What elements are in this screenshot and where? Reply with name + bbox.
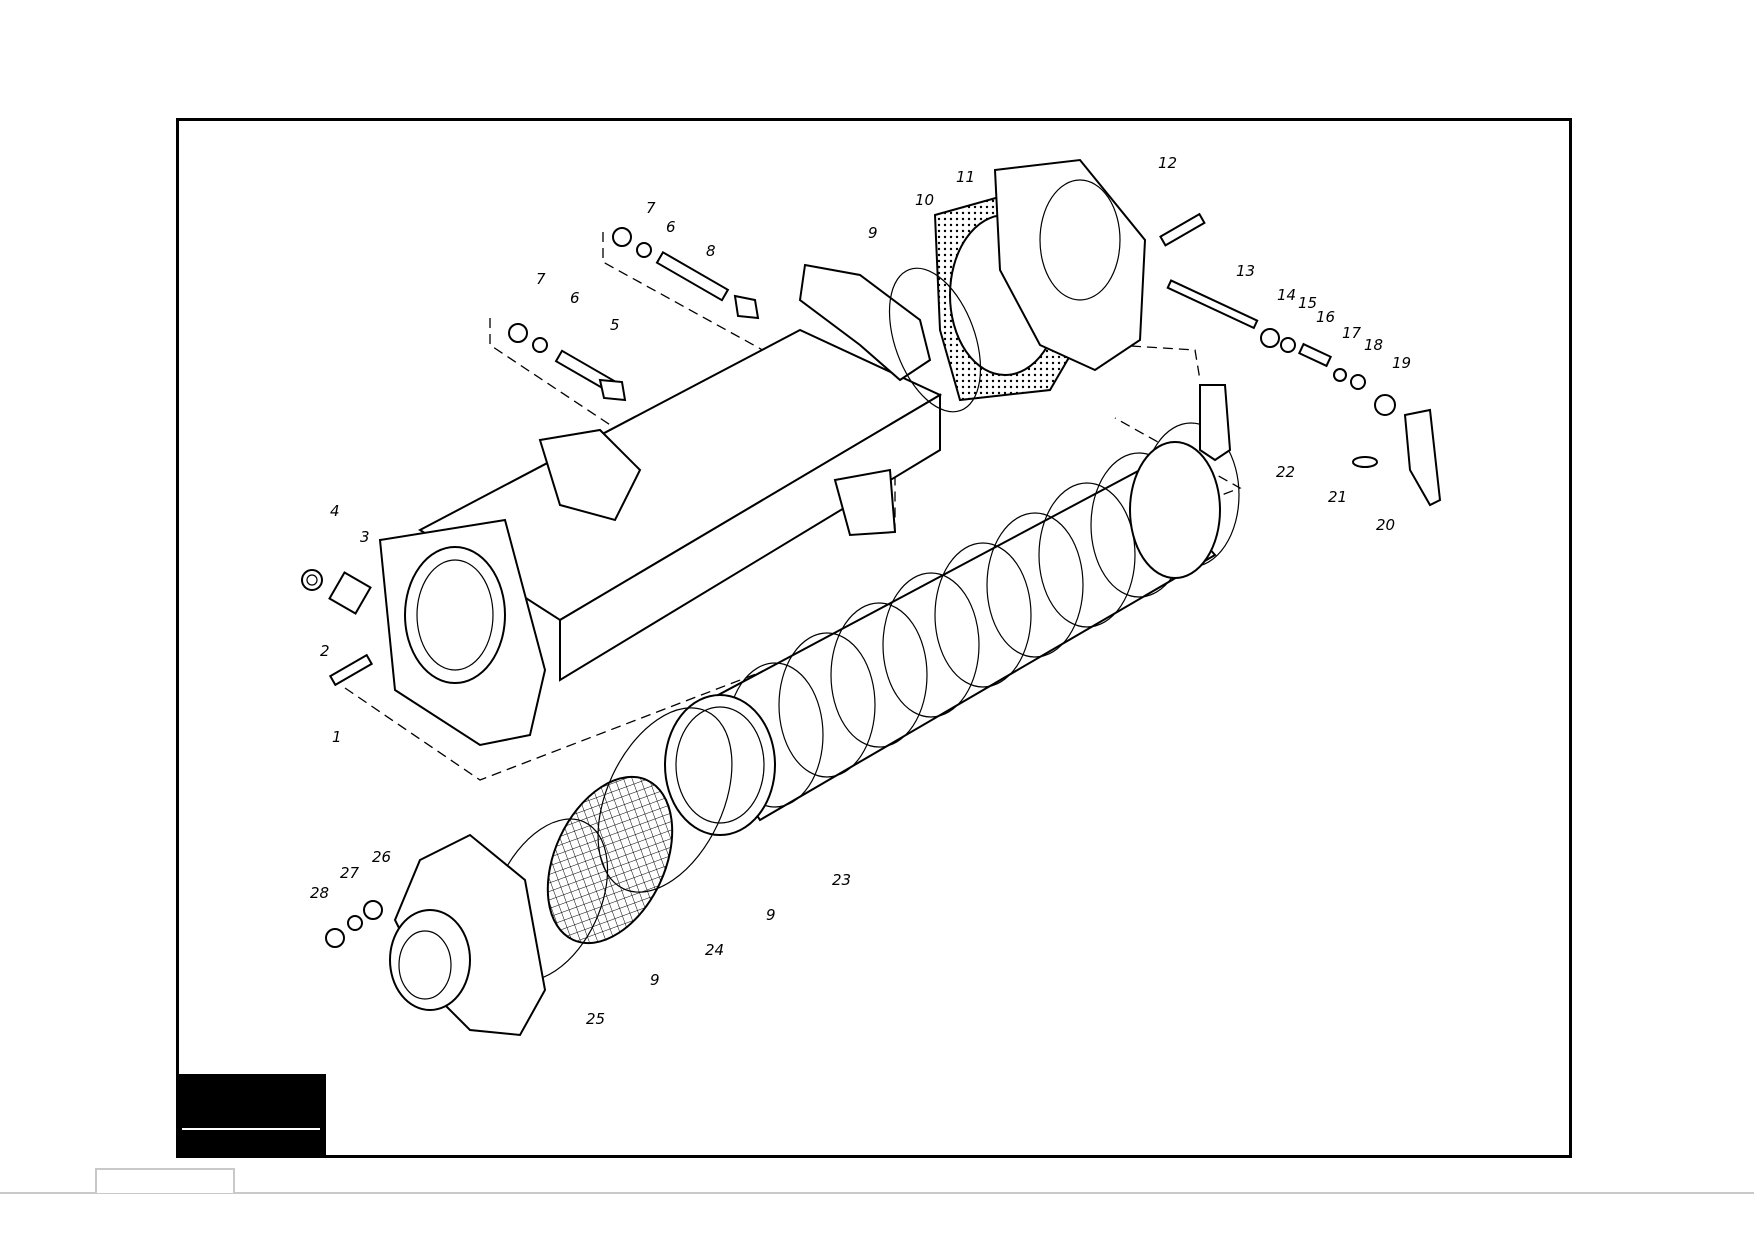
- callout-label: 13: [1236, 262, 1255, 280]
- callout-label: 2: [320, 642, 330, 660]
- page-bottom-rule: [0, 1192, 1754, 1194]
- callout-label: 12: [1158, 154, 1177, 172]
- callout-label: 27: [340, 864, 360, 882]
- title-block: [176, 1074, 326, 1158]
- cartridge-ring: [1038, 482, 1136, 628]
- callout-label: 9: [650, 971, 660, 989]
- callout-label: 17: [1342, 324, 1362, 342]
- cartridge-end-cap: [1129, 441, 1221, 579]
- callout-label: 3: [360, 528, 370, 546]
- callout-label: 16: [1316, 308, 1335, 326]
- callout-label: 24: [705, 941, 724, 959]
- callout-label: 5: [610, 316, 620, 334]
- cartridge-ring: [778, 632, 876, 778]
- callout-label: 15: [1298, 294, 1317, 312]
- callout-label: 7: [646, 199, 656, 217]
- callout-label: 11: [956, 168, 975, 186]
- callout-label: 23: [832, 871, 851, 889]
- housing-body: [378, 263, 943, 747]
- callout-label: 18: [1364, 336, 1383, 354]
- callout-label: 6: [666, 218, 676, 236]
- drawing-frame: [176, 118, 1572, 1158]
- cartridge-ring: [934, 542, 1032, 688]
- mesh-screen: [546, 775, 674, 945]
- callout-label: 9: [868, 224, 878, 242]
- title-block-divider: [182, 1128, 320, 1130]
- o-ring: [888, 267, 982, 413]
- cartridge-ring: [882, 572, 980, 718]
- bottom-cover: [389, 833, 547, 1037]
- callout-label: 21: [1328, 488, 1347, 506]
- callout-label: 25: [586, 1010, 605, 1028]
- callout-label: 26: [372, 848, 391, 866]
- callout-label: 28: [310, 884, 329, 902]
- callout-label: 22: [1276, 463, 1295, 481]
- cartridge-ring: [986, 512, 1084, 658]
- callout-label: 14: [1277, 286, 1296, 304]
- callout-label: 8: [706, 242, 716, 260]
- page-tab: [95, 1168, 235, 1193]
- filter-cartridge: [664, 422, 1240, 836]
- callout-label: 9: [766, 906, 776, 924]
- callout-label: 7: [536, 270, 546, 288]
- fasteners: [301, 212, 1442, 948]
- callout-label: 19: [1392, 354, 1411, 372]
- cartridge-ring: [830, 602, 928, 748]
- callout-label: 10: [915, 191, 934, 209]
- callout-label: 1: [332, 728, 342, 746]
- callout-label: 6: [570, 289, 580, 307]
- callout-label: 4: [330, 502, 340, 520]
- callout-label: 20: [1376, 516, 1395, 534]
- end-cover: [993, 158, 1147, 372]
